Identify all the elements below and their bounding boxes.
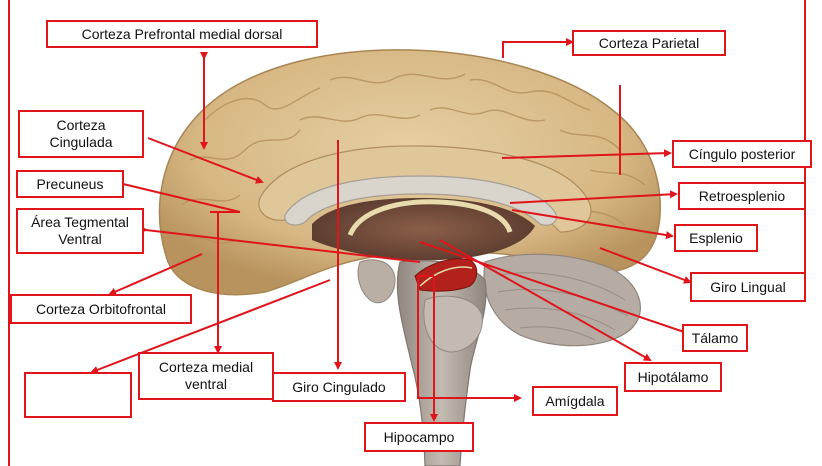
label-cingulo-posterior: Cíngulo posterior (672, 140, 812, 168)
label-retroesplenio: Retroesplenio (678, 182, 806, 210)
label-amigdala: Amígdala (532, 386, 618, 416)
label-giro-lingual: Giro Lingual (690, 272, 806, 302)
label-hipocampo: Hipocampo (364, 422, 474, 452)
label-esplenio: Esplenio (674, 224, 758, 252)
label-nucleo-accumbems (24, 372, 132, 418)
label-talamo: Tálamo (682, 324, 748, 352)
label-corteza-parietal: Corteza Parietal (572, 30, 726, 56)
pituitary (358, 260, 395, 303)
label-corteza-prefrontal-medial-dorsal: Corteza Prefrontal medial dorsal (46, 20, 318, 48)
label-corteza-medial-ventral: Corteza medial ventral (138, 352, 274, 400)
label-area-tegmental-ventral: Área Tegmental Ventral (16, 208, 144, 254)
label-precuneus: Precuneus (16, 170, 124, 198)
label-hipotalamo: Hipotálamo (624, 362, 722, 392)
label-corteza-cingulada: Corteza Cingulada (18, 110, 144, 158)
label-giro-cingulado: Giro Cingulado (272, 372, 406, 402)
label-corteza-orbitofrontal: Corteza Orbitofrontal (10, 294, 192, 324)
